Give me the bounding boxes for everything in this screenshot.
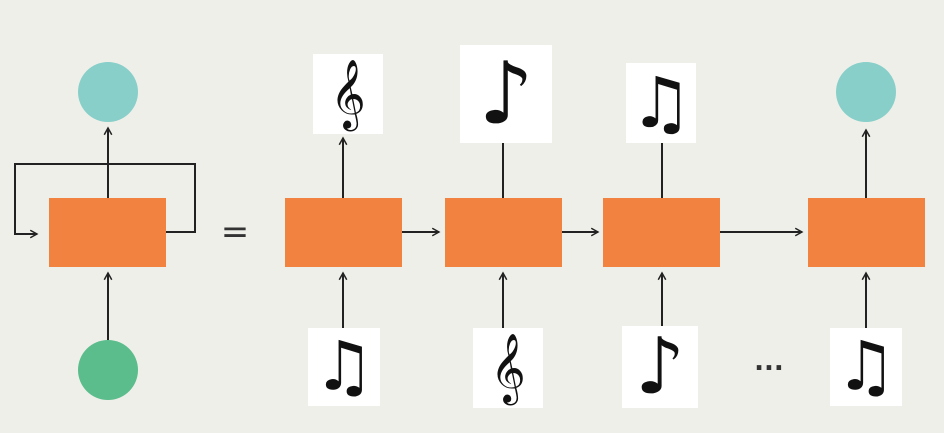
beamed-eighth-notes-icon: ♫ bbox=[308, 328, 380, 407]
output-node bbox=[836, 62, 896, 122]
output-node bbox=[78, 62, 138, 122]
svg-text:♫: ♫ bbox=[836, 328, 897, 407]
eighth-note-icon: ♪ bbox=[460, 44, 552, 144]
rnn-cell bbox=[808, 198, 925, 267]
input-node bbox=[78, 340, 138, 400]
rnn-cell bbox=[285, 198, 402, 267]
beamed-eighth-notes-icon: ♫ bbox=[830, 328, 902, 407]
svg-text:𝄞: 𝄞 bbox=[490, 333, 525, 405]
unrolled-rnn: 𝄞 ♫ ♪ 𝄞 bbox=[285, 44, 925, 412]
folded-rnn bbox=[14, 62, 196, 400]
svg-text:♪: ♪ bbox=[635, 322, 685, 412]
rnn-cell bbox=[49, 198, 166, 267]
recurrent-loop-arrow bbox=[14, 163, 196, 234]
rnn-cell bbox=[603, 198, 720, 267]
svg-text:♫: ♫ bbox=[314, 328, 375, 407]
beamed-eighth-notes-icon: ♫ bbox=[626, 62, 696, 144]
treble-clef-icon: 𝄞 bbox=[473, 328, 543, 408]
svg-text:♫: ♫ bbox=[630, 62, 693, 144]
equals-sign: = bbox=[221, 212, 250, 252]
unrolled-step-1: 𝄞 ♫ bbox=[285, 54, 402, 407]
treble-clef-icon: 𝄞 bbox=[313, 54, 383, 134]
eighth-note-icon: ♪ bbox=[622, 322, 698, 412]
rnn-cell bbox=[445, 198, 562, 267]
svg-text:𝄞: 𝄞 bbox=[330, 59, 365, 131]
unrolled-step-3: ♫ ♪ bbox=[603, 62, 720, 412]
unrolled-step-4: ♫ bbox=[808, 62, 925, 407]
unrolled-step-2: ♪ 𝄞 bbox=[445, 44, 562, 408]
ellipsis: ... bbox=[754, 347, 784, 377]
svg-text:♪: ♪ bbox=[479, 44, 534, 144]
